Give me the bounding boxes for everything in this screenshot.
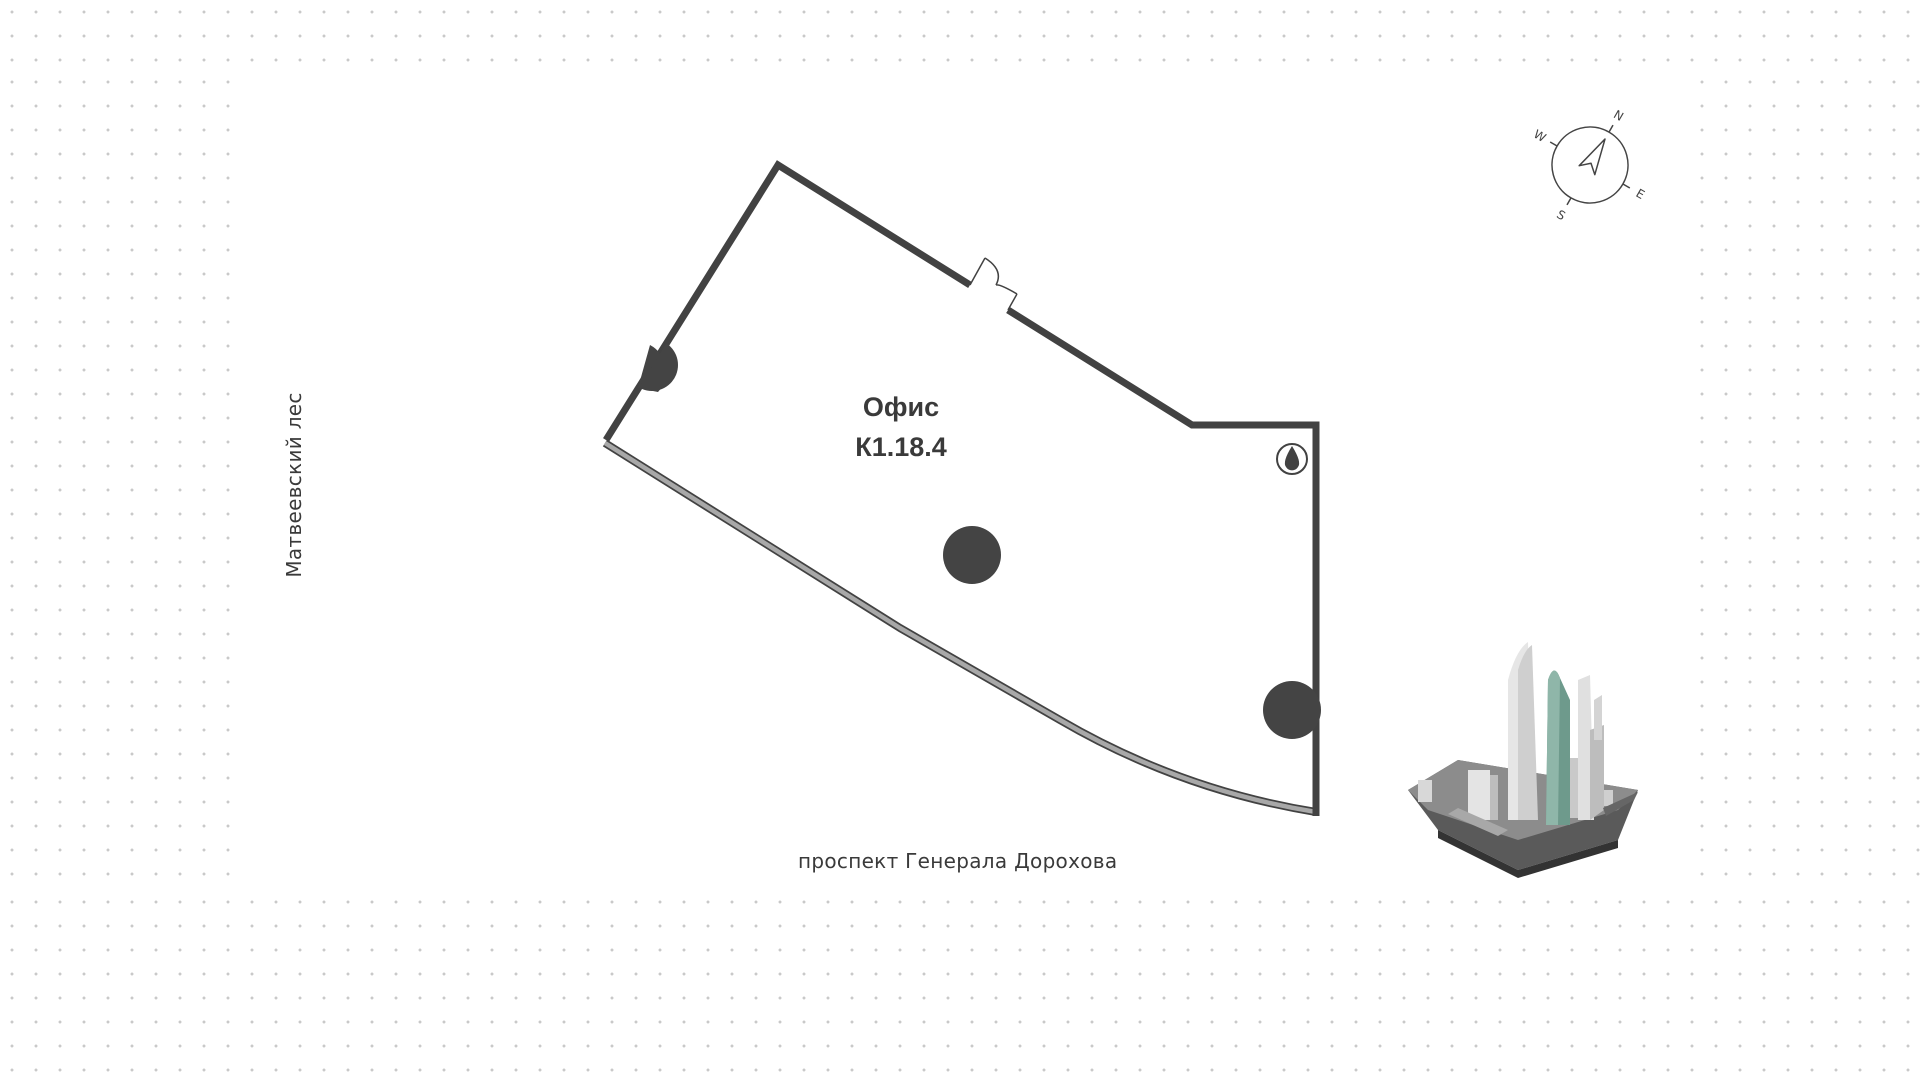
compass-s-label: S [1554, 207, 1568, 223]
compass-e-label: E [1633, 186, 1647, 202]
room-type-label: Офис [862, 392, 940, 422]
wall-right [1006, 307, 1320, 816]
column-icon [943, 526, 1001, 584]
glass-facade-inner [603, 441, 1317, 815]
door-icon[interactable] [969, 257, 1018, 311]
street-label-bottom: проспект Генерала Дорохова [798, 849, 1118, 873]
building-3d-icon [1408, 642, 1638, 878]
dot-grid-left [0, 70, 230, 890]
dot-grid-top [0, 0, 1920, 70]
dot-grid-bottom [0, 890, 1920, 1078]
dot-grid-right [1690, 70, 1920, 890]
compass-w-label: W [1531, 127, 1548, 145]
wall-left [603, 160, 972, 442]
water-drop-icon [1276, 443, 1308, 475]
room-code-label: К1.18.4 [855, 432, 947, 462]
compass-n-label: N [1611, 107, 1626, 124]
north-arrow-icon [1578, 138, 1606, 176]
column-icon [1263, 681, 1321, 739]
compass: N E S W [1531, 107, 1647, 223]
street-label-left: Матвеевский лес [282, 392, 306, 578]
room-floor[interactable] [605, 165, 1316, 812]
